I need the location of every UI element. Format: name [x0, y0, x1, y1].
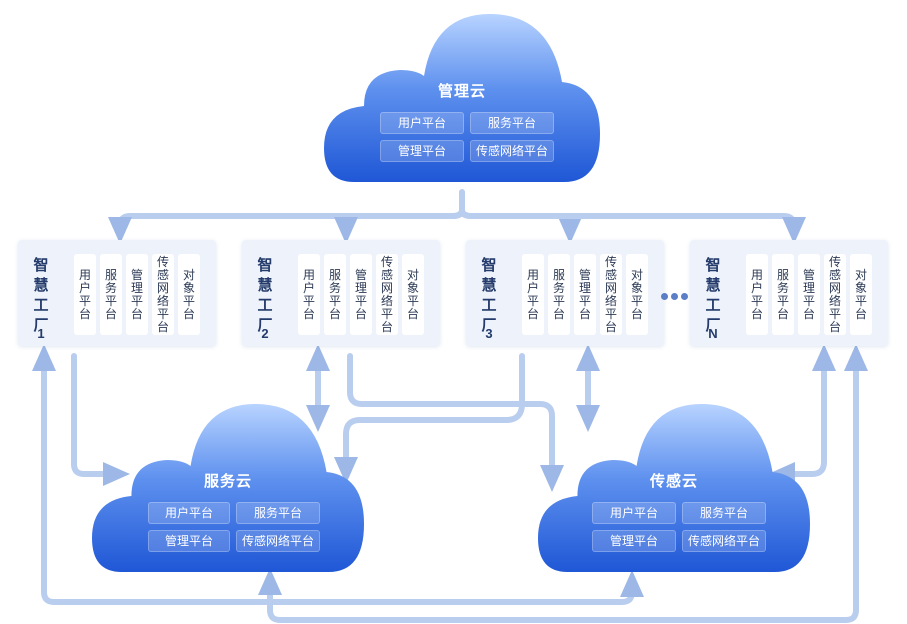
- cloud-shape-icon: [92, 404, 364, 572]
- sensing-cloud: 传感云 用户平台 服务平台 管理平台 传感网络平台: [538, 404, 810, 576]
- service-cloud: 服务云 用户平台 服务平台 管理平台 传感网络平台: [92, 404, 364, 576]
- factory-platform-object: 对象平台: [850, 254, 872, 335]
- sensing-chip-user: 用户平台: [592, 502, 676, 524]
- link-f1-bottom-sensing: [32, 344, 644, 605]
- cloud-shape-icon: [324, 14, 600, 182]
- link-mgmt-fn: [459, 207, 806, 244]
- factory-platform-sensing-network: 传感网络平台: [376, 254, 398, 335]
- link-service-bottom-fn: [258, 344, 868, 623]
- service-cloud-title: 服务云: [203, 473, 252, 490]
- factory-platform-manage: 管理平台: [798, 254, 820, 335]
- factory-platform-service: 服务平台: [100, 254, 122, 335]
- factory-platform-user: 用户平台: [522, 254, 544, 335]
- factory-name: 智慧工厂: [481, 257, 497, 334]
- factory-card-n: 智慧工厂 N 用户平台 服务平台 管理平台 传感网络平台 对象平台: [690, 240, 888, 346]
- sensing-cloud-title: 传感云: [649, 473, 698, 490]
- management-cloud: 管理云 用户平台 服务平台 管理平台 传感网络平台: [324, 14, 600, 186]
- factory-platform-object: 对象平台: [626, 254, 648, 335]
- factory-platform-service: 服务平台: [548, 254, 570, 335]
- factory-platform-user: 用户平台: [298, 254, 320, 335]
- factory-name: 智慧工厂: [705, 257, 721, 334]
- management-cloud-title: 管理云: [437, 83, 486, 100]
- link-mgmt-f2: [334, 207, 465, 244]
- service-chip-manage: 管理平台: [148, 530, 230, 552]
- management-chip-manage: 管理平台: [380, 140, 464, 162]
- factory-number: 1: [37, 326, 45, 341]
- factory-number: 2: [261, 326, 269, 341]
- service-chip-sensing-network: 传感网络平台: [236, 530, 320, 552]
- management-chip-user: 用户平台: [380, 112, 464, 134]
- service-chip-service: 服务平台: [236, 502, 320, 524]
- factory-platform-manage: 管理平台: [574, 254, 596, 335]
- service-chip-user: 用户平台: [148, 502, 230, 524]
- sensing-chip-sensing-network: 传感网络平台: [682, 530, 766, 552]
- factory-platform-manage: 管理平台: [126, 254, 148, 335]
- factory-platform-sensing-network: 传感网络平台: [600, 254, 622, 335]
- factory-platform-sensing-network: 传感网络平台: [152, 254, 174, 335]
- factory-card-1: 智慧工厂 1 用户平台 服务平台 管理平台 传感网络平台 对象平台: [18, 240, 216, 346]
- factory-platform-user: 用户平台: [74, 254, 96, 335]
- management-chip-service: 服务平台: [470, 112, 554, 134]
- factory-platform-sensing-network: 传感网络平台: [824, 254, 846, 335]
- factory-number: N: [708, 326, 718, 341]
- factory-card-3: 智慧工厂 3 用户平台 服务平台 管理平台 传感网络平台 对象平台: [466, 240, 664, 346]
- factory-name: 智慧工厂: [257, 257, 273, 334]
- factory-name: 智慧工厂: [33, 257, 49, 334]
- factory-platform-service: 服务平台: [772, 254, 794, 335]
- ellipsis-dots-icon: [661, 287, 691, 305]
- factory-number: 3: [485, 326, 493, 341]
- sensing-chip-service: 服务平台: [682, 502, 766, 524]
- factory-card-2: 智慧工厂 2 用户平台 服务平台 管理平台 传感网络平台 对象平台: [242, 240, 440, 346]
- factory-platform-user: 用户平台: [746, 254, 768, 335]
- sensing-chip-manage: 管理平台: [592, 530, 676, 552]
- factory-platform-service: 服务平台: [324, 254, 346, 335]
- link-f3-service: [334, 353, 525, 484]
- factory-platform-object: 对象平台: [402, 254, 424, 335]
- factory-platform-manage: 管理平台: [350, 254, 372, 335]
- management-chip-sensing-network: 传感网络平台: [470, 140, 554, 162]
- factory-platform-object: 对象平台: [178, 254, 200, 335]
- cloud-shape-icon: [538, 404, 810, 572]
